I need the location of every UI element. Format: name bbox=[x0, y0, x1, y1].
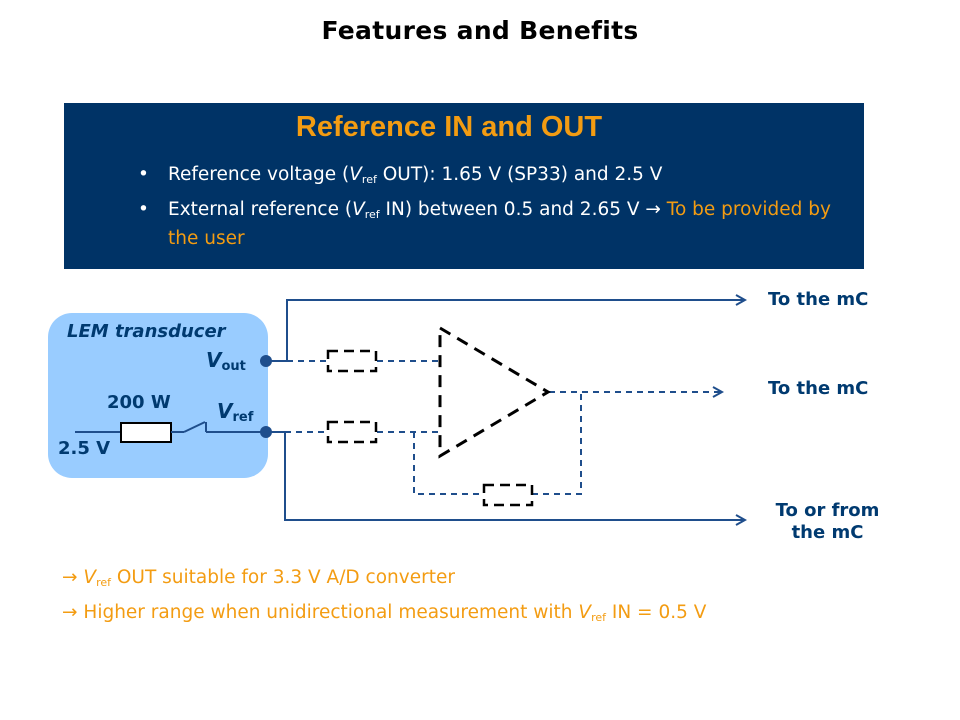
vout-line-to-mc bbox=[266, 300, 745, 362]
transducer-box bbox=[48, 313, 268, 478]
panel-title: Reference IN and OUT bbox=[295, 111, 603, 143]
bullet-text: External reference ( bbox=[168, 199, 353, 220]
notes: → Vref OUT suitable for 3.3 V A/D conver… bbox=[62, 563, 706, 633]
note-text: IN = 0.5 V bbox=[606, 602, 707, 623]
variable-v: V bbox=[206, 348, 222, 372]
bullet-text: OUT): 1.65 V (SP33) and 2.5 V bbox=[376, 164, 663, 185]
arrow-icon: → bbox=[62, 567, 78, 588]
optional-resistor bbox=[326, 349, 378, 373]
variable-v: V bbox=[349, 164, 362, 185]
label-line: the mC bbox=[791, 522, 864, 543]
bullet-marker: • bbox=[138, 199, 149, 220]
subscript: ref bbox=[361, 173, 377, 186]
variable-v: V bbox=[83, 567, 97, 588]
variable-v: V bbox=[352, 199, 365, 220]
note-item: → Vref OUT suitable for 3.3 V A/D conver… bbox=[62, 563, 706, 598]
label-line: To or from bbox=[775, 500, 880, 521]
arrow-icon: → bbox=[62, 602, 78, 623]
resistor-200w bbox=[120, 422, 172, 443]
variable-v: V bbox=[217, 399, 233, 423]
switch-icon bbox=[183, 421, 206, 433]
optional-resistor bbox=[326, 420, 378, 444]
note-item: → Higher range when unidirectional measu… bbox=[62, 598, 706, 633]
vref-line-to-mc bbox=[266, 431, 745, 520]
subscript: ref bbox=[591, 611, 606, 624]
bullet-text: IN) between 0.5 and 2.65 V → bbox=[379, 199, 667, 220]
note-text: Higher range when unidirectional measure… bbox=[83, 602, 579, 623]
variable-v: V bbox=[578, 602, 592, 623]
opamp-icon bbox=[438, 325, 551, 459]
vref-label: Vref bbox=[217, 399, 253, 425]
subscript: ref bbox=[96, 576, 111, 589]
output-label-vref: To or from the mC bbox=[760, 500, 895, 544]
optional-resistor bbox=[482, 483, 534, 507]
output-label-amp: To the mC bbox=[768, 378, 869, 399]
transducer-title: LEM transducer bbox=[67, 321, 226, 342]
feedback-wire bbox=[413, 432, 484, 495]
subscript: out bbox=[221, 359, 246, 374]
bullet-marker: • bbox=[138, 164, 149, 185]
note-text: OUT suitable for 3.3 V A/D converter bbox=[110, 567, 455, 588]
vout-label: Vout bbox=[206, 348, 246, 374]
output-label-vout: To the mC bbox=[768, 289, 869, 310]
reference-panel: Reference IN and OUT • Reference voltage… bbox=[64, 103, 864, 269]
bullet-item: • Reference voltage (Vref OUT): 1.65 V (… bbox=[138, 163, 838, 192]
subscript: ref bbox=[232, 410, 254, 425]
supply-label: 2.5 V bbox=[58, 438, 111, 459]
subscript: ref bbox=[364, 208, 380, 221]
feedback-wire bbox=[532, 392, 582, 495]
resistor-label: 200 W bbox=[107, 392, 171, 413]
slide-title: Features and Benefits bbox=[321, 16, 639, 45]
bullet-text: Reference voltage ( bbox=[168, 164, 350, 185]
bullet-item: • External reference (Vref IN) between 0… bbox=[138, 198, 838, 251]
bullet-highlight: To be provided by the user bbox=[168, 199, 831, 249]
bullet-list: • Reference voltage (Vref OUT): 1.65 V (… bbox=[138, 163, 838, 257]
